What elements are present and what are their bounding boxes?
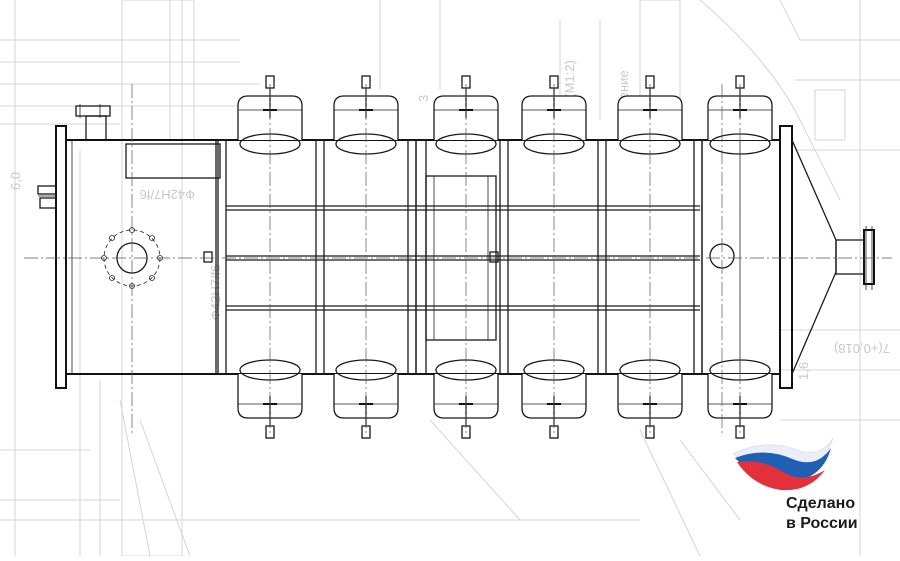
dimension-left: 6,0 [8,172,23,190]
tie-rods [203,205,700,311]
badge-line-1: Сделано [786,495,856,512]
russian-flag-wave-icon [732,437,834,491]
nozzles [237,75,773,439]
badge-line-2: в России [786,515,858,532]
dimension-right: 7(+0,018) [834,341,890,356]
fit-annotation-1: Ф42Н7/f6 [140,187,195,202]
partition-plates [217,139,703,375]
left-flange [55,125,67,389]
made-in-russia-badge: Сделано в России [725,432,885,547]
left-chamber [65,139,217,375]
dimension-small: 1,6 [796,362,811,380]
vertical-center-lines [131,84,741,436]
heat-exchanger-drawing [24,104,892,389]
dimension-top: 3 [416,95,431,102]
badge-text: Сделано в России [786,494,858,534]
